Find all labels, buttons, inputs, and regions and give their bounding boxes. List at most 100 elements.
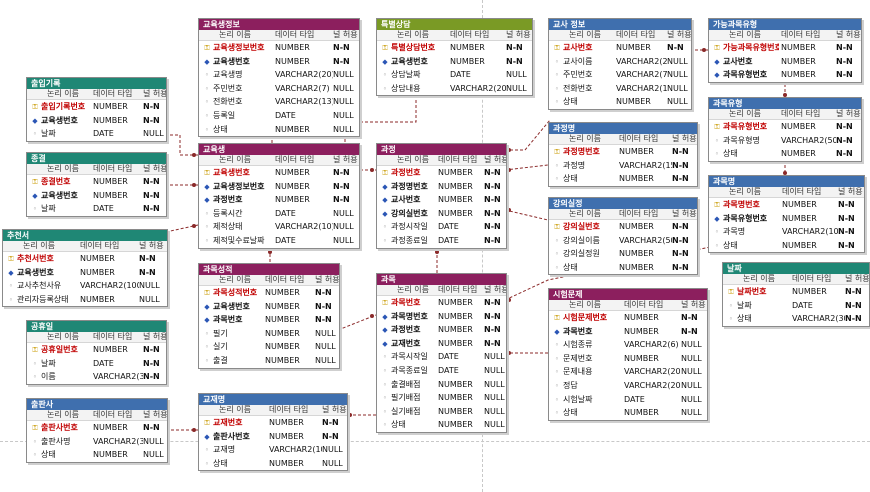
entity-row[interactable]: ◦상태NUMBERNULL (549, 95, 691, 109)
entity-row[interactable]: ◦과목시작일DATENULL (377, 350, 506, 364)
entity-row[interactable]: ◦문제내용VARCHAR2(200)NULL (549, 365, 707, 379)
entity-row[interactable]: ◦제적상태VARCHAR2(10)NULL (199, 220, 359, 234)
entity-row[interactable]: ⚿공휴일번호NUMBERN-N (27, 343, 166, 357)
entity-course[interactable]: 과정논리 이름데이터 타입널 허용⚿과정번호NUMBERN-N◆과정명번호NUM… (376, 143, 507, 249)
entity-row[interactable]: ⚿교사번호NUMBERN-N (549, 41, 691, 55)
entity-row[interactable]: ◆과목번호NUMBERN-N (199, 313, 339, 327)
entity-row[interactable]: ◆교사번호NUMBERN-N (377, 193, 506, 207)
entity-row[interactable]: ⚿교육생정보번호NUMBERN-N (199, 41, 359, 55)
entity-row[interactable]: ⚿가능과목유형번호NUMBERN-N (709, 41, 861, 55)
entity-row[interactable]: ⚿과정번호NUMBERN-N (377, 166, 506, 180)
entity-row[interactable]: ◦상태NUMBERNULL (199, 457, 347, 471)
entity-row[interactable]: ◦필기배점NUMBERNULL (377, 391, 506, 405)
entity-student[interactable]: 교육생논리 이름데이터 타입널 허용⚿교육생번호NUMBERN-N◆교육생정보번… (198, 143, 360, 249)
entity-row[interactable]: ◦주민번호VARCHAR2(7)NULL (549, 68, 691, 82)
entity-row[interactable]: ◦날짜DATEN-N (723, 299, 869, 313)
entity-row[interactable]: ◆과목번호NUMBERN-N (549, 325, 707, 339)
entity-row[interactable]: ◦교사추천사유VARCHAR2(1000)NULL (3, 279, 167, 293)
entity-publisher[interactable]: 출판사논리 이름데이터 타입널 허용⚿출판사번호NUMBERN-N◦출판사명VA… (26, 398, 168, 463)
entity-row[interactable]: ◦문제번호NUMBERNULL (549, 352, 707, 366)
entity-row[interactable]: ◦과목종료일DATENULL (377, 364, 506, 378)
entity-row[interactable]: ⚿시험문제번호NUMBERN-N (549, 311, 707, 325)
entity-row[interactable]: ◆과정명번호NUMBERN-N (377, 180, 506, 194)
entity-row[interactable]: ◦날짜DATEN-N (27, 357, 166, 371)
entity-row[interactable]: ◦상태NUMBERN-N (549, 172, 697, 186)
entity-row[interactable]: ◆교육생번호NUMBERN-N (199, 55, 359, 69)
entity-row[interactable]: ◆과정번호NUMBERN-N (199, 193, 359, 207)
entity-exam-question[interactable]: 시험문제논리 이름데이터 타입널 허용⚿시험문제번호NUMBERN-N◆과목번호… (548, 288, 708, 421)
entity-row[interactable]: ◦필기NUMBERNULL (199, 327, 339, 341)
entity-row[interactable]: ◦교사이름VARCHAR2(20)NULL (549, 55, 691, 69)
entity-subject-name[interactable]: 과목명논리 이름데이터 타입널 허용⚿과목명번호NUMBERN-N◆과목유형번호… (708, 175, 865, 254)
entity-row[interactable]: ◦교재명VARCHAR2(100)NULL (199, 443, 347, 457)
entity-row[interactable]: ◦상태NUMBERNULL (27, 448, 167, 462)
entity-row[interactable]: ◆과목유형번호NUMBERN-N (709, 212, 864, 226)
entity-row[interactable]: ◦과목명VARCHAR2(100)N-N (709, 225, 864, 239)
entity-course-name[interactable]: 과정명논리 이름데이터 타입널 허용⚿과정명번호NUMBERN-N◦과정명VAR… (548, 122, 698, 187)
entity-row[interactable]: ◦등록일DATENULL (199, 109, 359, 123)
entity-row[interactable]: ◦전화번호VARCHAR2(13)NULL (549, 82, 691, 96)
entity-row[interactable]: ◦상태VARCHAR2(30)N-N (723, 312, 869, 326)
entity-row[interactable]: ◦상태NUMBERN-N (549, 261, 697, 275)
entity-row[interactable]: ◦과정명VARCHAR2(150)N-N (549, 159, 697, 173)
entity-row[interactable]: ◦주민번호VARCHAR2(7)NULL (199, 82, 359, 96)
entity-row[interactable]: ⚿교재번호NUMBERN-N (199, 416, 347, 430)
entity-date[interactable]: 날짜논리 이름데이터 타입널 허용⚿날짜번호NUMBERN-N◦날짜DATEN-… (722, 262, 870, 327)
entity-graduation[interactable]: 종결논리 이름데이터 타입널 허용⚿종결번호NUMBERN-N◆교육생번호NUM… (26, 152, 167, 217)
entity-row[interactable]: ◦이름VARCHAR2(30)N-N (27, 370, 166, 384)
entity-row[interactable]: ◆과정번호NUMBERN-N (377, 323, 506, 337)
entity-row[interactable]: ◦전화번호VARCHAR2(13)NULL (199, 95, 359, 109)
entity-row[interactable]: ◆강의실번호NUMBERN-N (377, 207, 506, 221)
entity-access-record[interactable]: 출입기록논리 이름데이터 타입널 허용⚿출입기록번호NUMBERN-N◆교육생번… (26, 77, 167, 142)
entity-row[interactable]: ◦상태NUMBERN-N (709, 239, 864, 253)
entity-row[interactable]: ◦상태NUMBERN-N (709, 147, 861, 161)
entity-row[interactable]: ◆교육생번호NUMBERN-N (199, 300, 339, 314)
entity-row[interactable]: ◦실기배점NUMBERNULL (377, 405, 506, 419)
entity-row[interactable]: ⚿출입기록번호NUMBERN-N (27, 100, 166, 114)
entity-row[interactable]: ◆교재번호NUMBERN-N (377, 337, 506, 351)
entity-row[interactable]: ⚿과목번호NUMBERN-N (377, 296, 506, 310)
entity-row[interactable]: ⚿교육생번호NUMBERN-N (199, 166, 359, 180)
entity-textbook[interactable]: 교재명논리 이름데이터 타입널 허용⚿교재번호NUMBERN-N◆출판사번호NU… (198, 393, 348, 472)
entity-row[interactable]: ◆교육생번호NUMBERN-N (377, 55, 532, 69)
entity-holiday[interactable]: 공휴일논리 이름데이터 타입널 허용⚿공휴일번호NUMBERN-N◦날짜DATE… (26, 320, 167, 385)
entity-special-counsel[interactable]: 특별상담논리 이름데이터 타입널 허용⚿특별상담번호NUMBERN-N◆교육생번… (376, 18, 533, 97)
entity-row[interactable]: ◦출판사명VARCHAR2(30)NULL (27, 435, 167, 449)
entity-row[interactable]: ◦교육생명VARCHAR2(20)NULL (199, 68, 359, 82)
entity-row[interactable]: ⚿과목유형번호NUMBERN-N (709, 120, 861, 134)
entity-row[interactable]: ◆과목명번호NUMBERN-N (377, 310, 506, 324)
entity-row[interactable]: ◦실기NUMBERNULL (199, 340, 339, 354)
entity-row[interactable]: ◆교육생번호NUMBERN-N (3, 266, 167, 280)
entity-student-info[interactable]: 교육생정보논리 이름데이터 타입널 허용⚿교육생정보번호NUMBERN-N◆교육… (198, 18, 360, 138)
entity-row[interactable]: ⚿특별상담번호NUMBERN-N (377, 41, 532, 55)
entity-row[interactable]: ◦강의실이름VARCHAR2(50)N-N (549, 234, 697, 248)
entity-row[interactable]: ◦시험종류VARCHAR2(6)NULL (549, 338, 707, 352)
entity-row[interactable]: ◆교육생정보번호NUMBERN-N (199, 180, 359, 194)
entity-row[interactable]: ◦날짜DATENULL (27, 127, 166, 141)
entity-subject[interactable]: 과목논리 이름데이터 타입널 허용⚿과목번호NUMBERN-N◆과목명번호NUM… (376, 273, 507, 433)
entity-row[interactable]: ◦과정종료일DATEN-N (377, 234, 506, 248)
entity-row[interactable]: ⚿과목성적번호NUMBERN-N (199, 286, 339, 300)
entity-row[interactable]: ⚿날짜번호NUMBERN-N (723, 285, 869, 299)
entity-row[interactable]: ◦과정시작일DATEN-N (377, 220, 506, 234)
entity-row[interactable]: ◆교육생번호NUMBERN-N (27, 114, 166, 128)
entity-row[interactable]: ◦날짜DATEN-N (27, 202, 166, 216)
entity-teacher-info[interactable]: 교사 정보논리 이름데이터 타입널 허용⚿교사번호NUMBERN-N◦교사이름V… (548, 18, 692, 110)
entity-row[interactable]: ⚿출판사번호NUMBERN-N (27, 421, 167, 435)
entity-row[interactable]: ◦상태NUMBERNULL (549, 406, 707, 420)
entity-row[interactable]: ◆교사번호NUMBERN-N (709, 55, 861, 69)
entity-row[interactable]: ⚿과정명번호NUMBERN-N (549, 145, 697, 159)
entity-recommendation[interactable]: 추천서논리 이름데이터 타입널 허용⚿추천서번호NUMBERN-N◆교육생번호N… (2, 229, 168, 308)
entity-row[interactable]: ◦상태NUMBERNULL (377, 418, 506, 432)
entity-row[interactable]: ◦제적및수료날짜DATENULL (199, 234, 359, 248)
entity-row[interactable]: ◦상담내용VARCHAR2(200)NULL (377, 82, 532, 96)
entity-subject-type[interactable]: 과목유형논리 이름데이터 타입널 허용⚿과목유형번호NUMBERN-N◦과목유형… (708, 97, 862, 162)
entity-row[interactable]: ◆출판사번호NUMBERN-N (199, 430, 347, 444)
entity-row[interactable]: ◆교육생번호NUMBERN-N (27, 189, 166, 203)
entity-row[interactable]: ⚿추천서번호NUMBERN-N (3, 252, 167, 266)
entity-classroom[interactable]: 강의실정논리 이름데이터 타입널 허용⚿강의실번호NUMBERN-N◦강의실이름… (548, 197, 698, 276)
entity-row[interactable]: ◆과목유형번호NUMBERN-N (709, 68, 861, 82)
entity-row[interactable]: ◦관리자등록상태NUMBERNULL (3, 293, 167, 307)
entity-row[interactable]: ◦과목유형명VARCHAR2(50)N-N (709, 134, 861, 148)
entity-subject-score[interactable]: 과목성적논리 이름데이터 타입널 허용⚿과목성적번호NUMBERN-N◆교육생번… (198, 263, 340, 369)
